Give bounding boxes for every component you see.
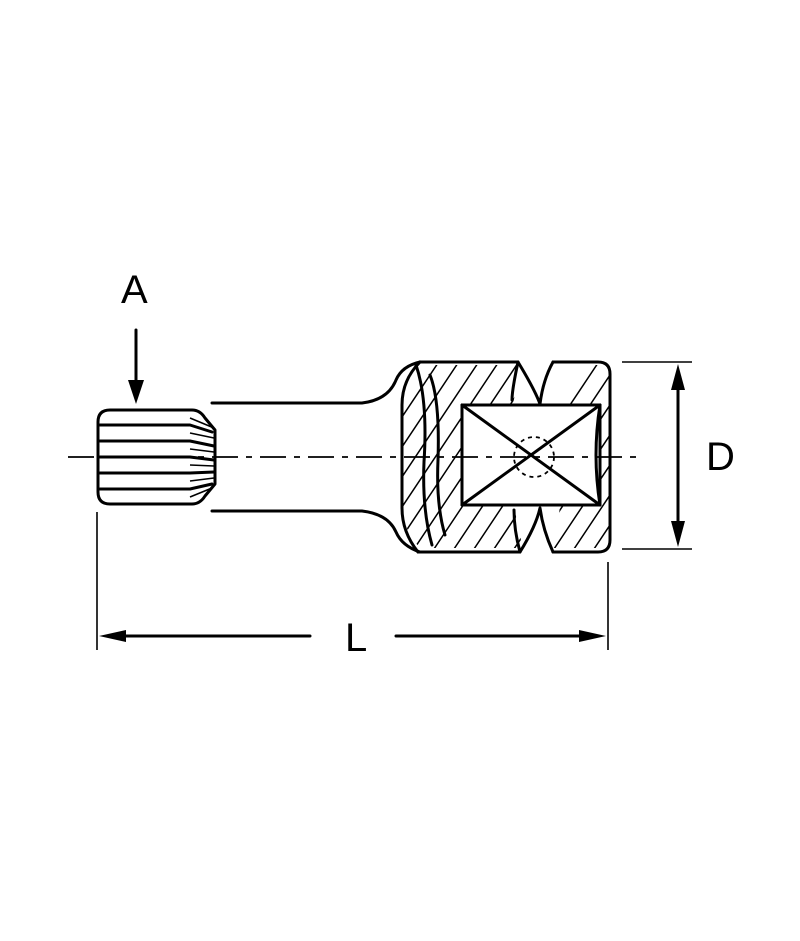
dimension-d: D — [622, 361, 735, 550]
section-hatch-left — [402, 365, 522, 548]
dimension-l-label: L — [345, 616, 367, 660]
dimension-a-label: A — [121, 268, 148, 312]
bit-shank — [210, 360, 422, 554]
socket-body — [400, 360, 612, 554]
square-drive-cavity — [460, 403, 602, 507]
spline-tip — [96, 408, 217, 506]
detent-ball-hole — [513, 436, 555, 478]
dimension-a: A — [121, 268, 148, 404]
dimension-l: L — [96, 512, 609, 660]
dimension-d-label: D — [706, 435, 735, 479]
